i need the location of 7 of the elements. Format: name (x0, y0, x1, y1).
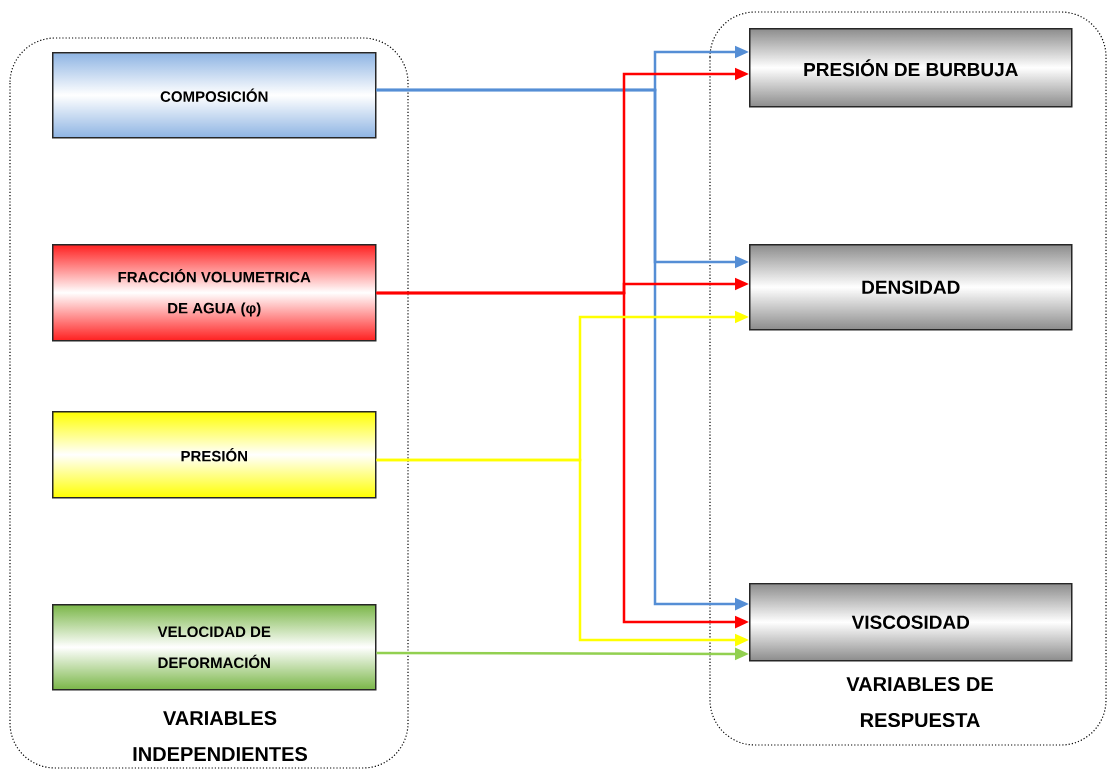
process-box: PRESIÓN (52, 411, 377, 499)
process-box: VELOCIDAD DE DEFORMACIÓN (52, 604, 377, 691)
process-box: DENSIDAD (749, 244, 1073, 331)
process-box: VISCOSIDAD (749, 583, 1073, 662)
process-box: PRESIÓN DE BURBUJA (749, 28, 1073, 108)
process-box: COMPOSICIÓN (52, 52, 377, 139)
process-box: FRACCIÓN VOLUMETRICA DE AGUA (φ) (52, 244, 377, 342)
